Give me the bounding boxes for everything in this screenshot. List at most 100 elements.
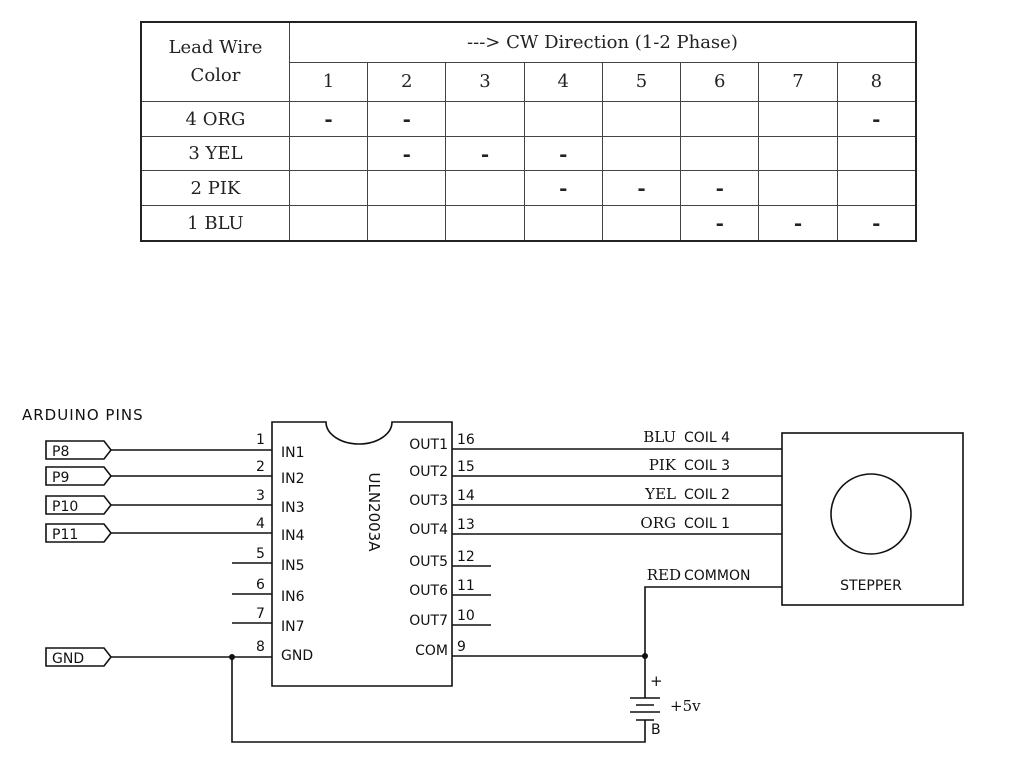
pin-name: IN7 <box>281 619 305 635</box>
battery-minus-label: B <box>651 722 661 738</box>
step-number: 1 <box>288 61 369 103</box>
step-number: 7 <box>758 61 838 103</box>
pin-number: 11 <box>457 578 475 594</box>
coil-color-label: PIK <box>649 456 677 474</box>
step-number: 5 <box>601 61 682 103</box>
pin-connector <box>45 466 113 486</box>
pin-number: 4 <box>256 516 265 532</box>
table-row: 4 ORG - - - <box>140 101 917 137</box>
table-cell <box>367 170 447 207</box>
table-cell <box>445 170 525 207</box>
pin-name: IN5 <box>281 558 305 574</box>
pin-number: 10 <box>457 608 475 624</box>
table-cell <box>601 205 682 242</box>
wire-label: 3 YEL <box>140 135 290 172</box>
common-label: COMMON <box>684 568 750 584</box>
battery-voltage-label: +5v <box>670 697 701 715</box>
pin-number: 12 <box>457 549 475 565</box>
pin-number: 1 <box>256 432 265 448</box>
pin-number: 9 <box>457 639 466 655</box>
table-cell: - <box>367 135 447 172</box>
pin-name: OUT4 <box>409 522 448 538</box>
coil-color-label: BLU <box>643 428 676 446</box>
table-cell: - <box>758 205 838 242</box>
battery-plus-label: + <box>650 672 663 690</box>
pin-connector <box>45 440 113 460</box>
chip-name: ULN2003A <box>365 473 383 553</box>
coil-color-label: ORG <box>640 514 676 532</box>
phase-sequence-table: Lead Wire Color ---> CW Direction (1-2 P… <box>140 21 917 242</box>
table-cell: - <box>601 170 682 207</box>
junction-dot <box>642 653 648 659</box>
coil-label: COIL 3 <box>684 458 730 474</box>
coil-label: COIL 4 <box>684 430 730 446</box>
junction-dots <box>229 653 648 660</box>
common-color-label: RED <box>647 566 681 584</box>
stepper-rotor <box>830 473 912 555</box>
arduino-pin-label: P10 <box>52 499 78 515</box>
pin-name: OUT7 <box>409 613 448 629</box>
pin-number: 14 <box>457 488 475 504</box>
gnd-connector <box>45 647 113 667</box>
table-cell: - <box>523 135 603 172</box>
cw-direction-header: ---> CW Direction (1-2 Phase) <box>288 21 917 63</box>
coil-label: COIL 1 <box>684 516 730 532</box>
pin-name: IN3 <box>281 500 305 516</box>
pin-name: IN1 <box>281 445 305 461</box>
pin-number: 6 <box>256 577 265 593</box>
stepper-box <box>781 432 964 606</box>
table-row: 1 BLU - - - <box>140 205 917 242</box>
arduino-pins-title: ARDUINO PINS <box>22 406 144 424</box>
wire-label: 4 ORG <box>140 101 290 137</box>
table-row: 3 YEL - - - <box>140 135 917 172</box>
stepper-label: STEPPER <box>840 578 902 594</box>
wires <box>45 421 964 743</box>
table-cell <box>288 205 369 242</box>
pin-connector <box>45 523 113 543</box>
pin-name: OUT2 <box>409 464 448 480</box>
step-number-row: 1 2 3 4 5 6 7 8 <box>141 61 917 103</box>
table-cell: - <box>523 170 603 207</box>
pin-name: OUT5 <box>409 554 448 570</box>
pin-number: 15 <box>457 459 475 475</box>
table-cell: - <box>836 101 917 137</box>
table-cell: - <box>288 101 369 137</box>
arduino-pin-label: P11 <box>52 527 78 543</box>
lead-wire-color-header: Lead Wire Color <box>140 21 290 103</box>
pin-connector <box>45 495 113 515</box>
ic-body <box>271 421 453 687</box>
coil-label: COIL 2 <box>684 487 730 503</box>
table-cell: - <box>680 205 760 242</box>
pin-number: 16 <box>457 432 475 448</box>
junction-dot <box>229 654 235 660</box>
step-number: 4 <box>523 61 603 103</box>
pin-name: IN4 <box>281 528 305 544</box>
pin-number: 13 <box>457 517 475 533</box>
pin-name: OUT6 <box>409 583 448 599</box>
lead-wire-header-line2: Color <box>190 65 241 87</box>
table-cell <box>367 205 447 242</box>
table-header-row: Lead Wire Color ---> CW Direction (1-2 P… <box>140 21 917 103</box>
table-cell <box>601 135 682 172</box>
arduino-pin-label: P8 <box>52 444 69 460</box>
pin-name: COM <box>415 643 448 659</box>
table-cell: - <box>836 205 917 242</box>
lead-wire-header-line1: Lead Wire <box>168 37 263 59</box>
pin-number: 8 <box>256 639 265 655</box>
table-cell <box>445 205 525 242</box>
pin-name: IN2 <box>281 471 305 487</box>
pin-number: 2 <box>256 459 265 475</box>
pin-name: OUT1 <box>409 437 448 453</box>
table-row: 2 PIK - - - <box>140 170 917 207</box>
gnd-pin-label: GND <box>52 651 84 667</box>
coil-color-label: YEL <box>644 485 676 503</box>
wire-common <box>644 586 782 698</box>
wire-gnd-return <box>231 657 646 743</box>
table-cell <box>758 135 838 172</box>
pin-name: IN6 <box>281 589 305 605</box>
table-cell <box>836 135 917 172</box>
step-number: 8 <box>836 61 917 103</box>
table-cell <box>680 101 760 137</box>
arduino-pin-label: P9 <box>52 470 69 486</box>
